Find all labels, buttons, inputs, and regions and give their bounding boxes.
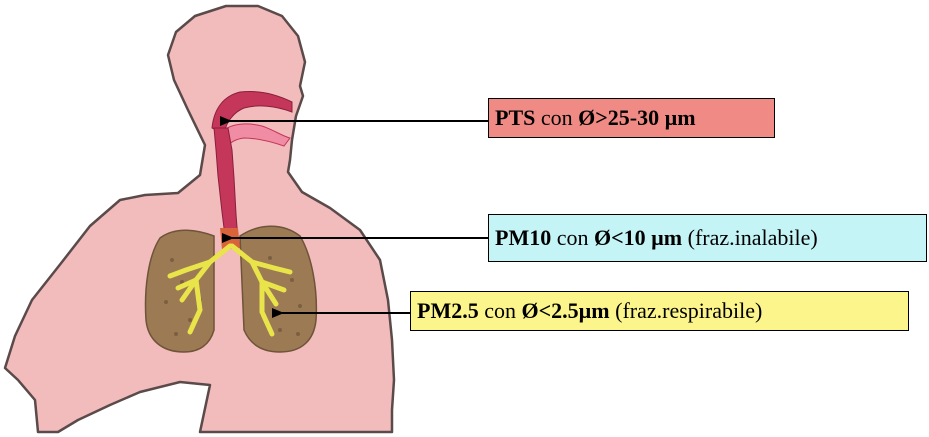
body-silhouette: [5, 6, 394, 432]
label-pts-name: PTS: [495, 107, 535, 129]
label-pts-mid: con: [535, 107, 578, 129]
label-pts-size: Ø>25-30 µm: [578, 107, 695, 129]
label-pm10-tail: (fraz.inalabile): [682, 227, 818, 249]
label-pm25-name: PM2.5: [417, 300, 479, 322]
label-pm25-tail: (fraz.respirabile): [610, 300, 763, 322]
left-lung: [146, 230, 214, 352]
label-pm10: PM10 con Ø<10 µm (fraz.inalabile): [488, 214, 927, 262]
label-pm25-mid: con: [479, 300, 522, 322]
label-pm10-name: PM10: [495, 227, 551, 249]
human-torso-illustration: [5, 6, 394, 432]
label-pm10-mid: con: [551, 227, 594, 249]
label-pm10-size: Ø<10 µm: [594, 227, 682, 249]
label-pts: PTS con Ø>25-30 µm: [488, 98, 775, 138]
label-pm25: PM2.5 con Ø<2.5µm (fraz.respirabile): [410, 291, 909, 331]
label-pm25-size: Ø<2.5µm: [521, 300, 609, 322]
